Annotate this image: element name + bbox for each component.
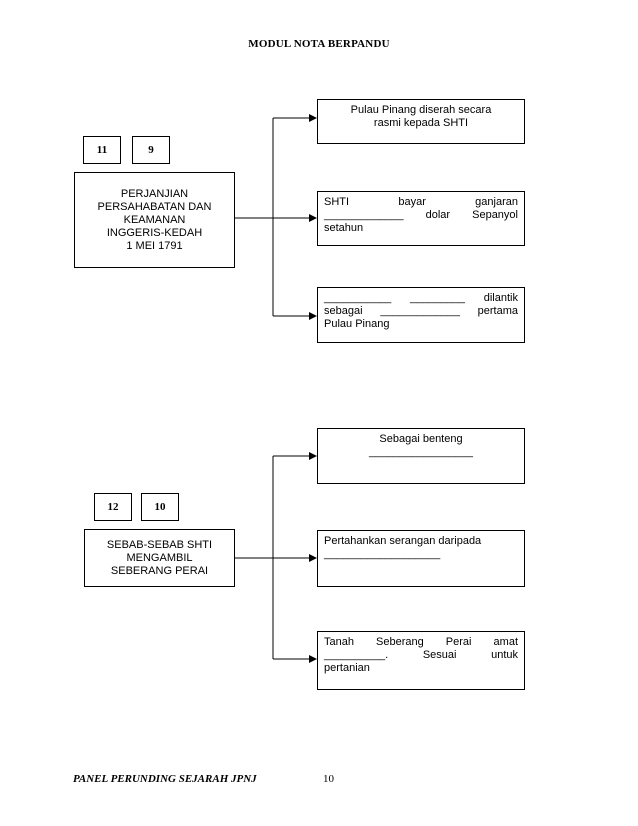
reason2-line-2: ___________________	[324, 548, 441, 560]
outcome-box-3: ___________ _________ dilantik sebagai _…	[317, 287, 525, 343]
treaty-line-2: PERSAHABATAN DAN	[97, 200, 212, 213]
number-box-10: 10	[141, 493, 179, 521]
section2-connectors	[235, 452, 317, 663]
outcome1-line-1: Pulau Pinang diserah secara	[350, 104, 492, 116]
outcome2-line-2: _____________ dolar Sepanyol	[324, 209, 518, 221]
reason1-line-1: Sebagai benteng	[379, 433, 463, 445]
treaty-line-4: INGGERIS-KEDAH	[106, 226, 203, 239]
reason3-line-1: Tanah Seberang Perai amat	[324, 636, 518, 648]
outcome2-line-1: SHTI bayar ganjaran	[324, 196, 518, 208]
number-box-12: 12	[94, 493, 132, 521]
reason1-line-2: _________________	[368, 446, 473, 458]
outcome1-line-2: rasmi kepada SHTI	[373, 117, 469, 129]
footer-panel-name: PANEL PERUNDING SEJARAH JPNJ	[73, 773, 257, 785]
reason-box-3: Tanah Seberang Perai amat __________. Se…	[317, 631, 525, 690]
reason3-line-2: __________. Sesuai untuk	[324, 649, 518, 661]
reasons-box: SEBAB-SEBAB SHTI MENGAMBIL SEBERANG PERA…	[84, 529, 235, 587]
treaty-line-1: PERJANJIAN	[120, 187, 189, 200]
outcome-box-1: Pulau Pinang diserah secara rasmi kepada…	[317, 99, 525, 144]
reason-box-1: Sebagai benteng _________________	[317, 428, 525, 484]
page-header: MODUL NOTA BERPANDU	[248, 38, 390, 50]
outcome2-line-3: setahun	[324, 222, 364, 234]
reasons-line-1: SEBAB-SEBAB SHTI	[106, 538, 213, 551]
reasons-line-2: MENGAMBIL	[126, 551, 193, 564]
reason2-line-1: Pertahankan serangan daripada	[324, 535, 482, 547]
reason3-line-3: pertanian	[324, 662, 370, 674]
number-box-9: 9	[132, 136, 170, 164]
outcome3-line-2: sebagai _____________ pertama	[324, 305, 518, 317]
number-box-11: 11	[83, 136, 121, 164]
reason-box-2: Pertahankan serangan daripada __________…	[317, 530, 525, 587]
treaty-line-5: 1 MEI 1791	[126, 239, 183, 252]
section1-connectors	[235, 114, 317, 320]
outcome-box-2: SHTI bayar ganjaran _____________ dolar …	[317, 191, 525, 246]
reasons-line-3: SEBERANG PERAI	[110, 564, 209, 577]
outcome3-line-1: ___________ _________ dilantik	[324, 292, 518, 304]
outcome3-line-3: Pulau Pinang	[324, 318, 390, 330]
treaty-box: PERJANJIAN PERSAHABATAN DAN KEAMANAN ING…	[74, 172, 235, 268]
treaty-line-3: KEAMANAN	[123, 213, 186, 226]
page-number: 10	[323, 773, 334, 785]
